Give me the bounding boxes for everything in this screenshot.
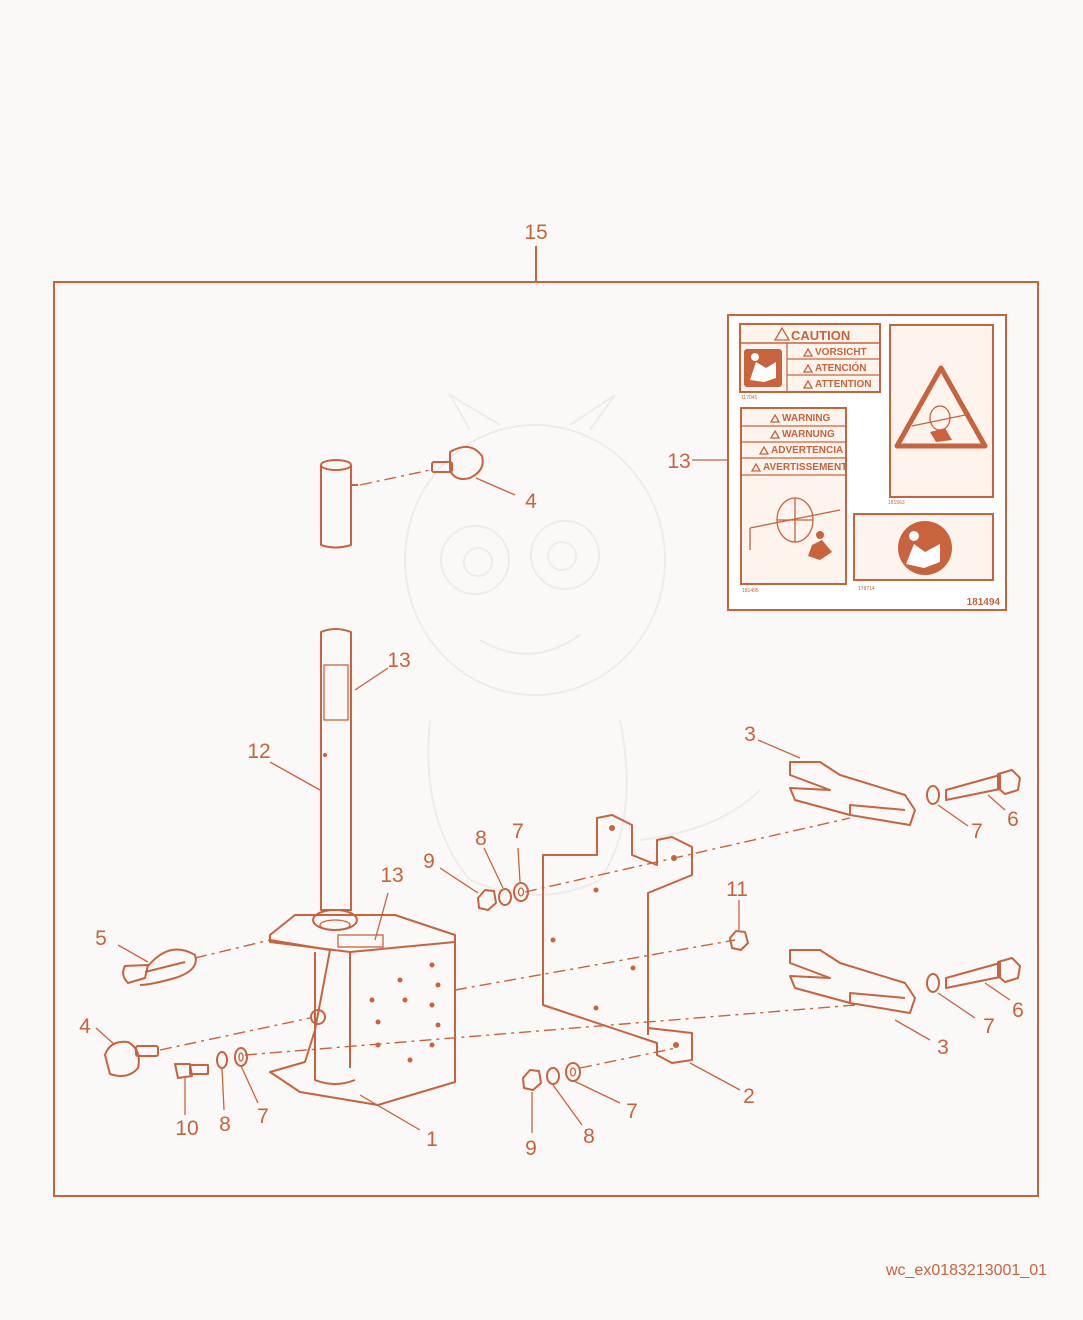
washer-7-lower <box>565 1062 581 1082</box>
svg-text:181563: 181563 <box>888 500 905 506</box>
callout-2: 2 <box>743 1085 755 1108</box>
decal-sheet-number: 181494 <box>967 597 1001 608</box>
tube-upper-segment <box>320 459 358 549</box>
decal-read-manual: 178714 <box>853 513 994 592</box>
callout-8: 8 <box>583 1125 595 1148</box>
callout-7: 7 <box>512 820 524 843</box>
warning-triangle-icon <box>802 363 814 373</box>
decal-warning: WARNING WARNUNG ADVERTENCIA AVERTISSEMEN… <box>740 407 847 594</box>
washer-8-lower <box>546 1067 560 1085</box>
washer-7-upper <box>513 882 529 902</box>
svg-text:CAUTION: CAUTION <box>791 328 850 343</box>
svg-text:181495: 181495 <box>742 588 759 594</box>
callout-15: 15 <box>524 221 547 244</box>
callout-12: 12 <box>247 740 270 763</box>
mounting-plate-2 <box>542 814 693 1064</box>
clamp-3-upper <box>789 761 916 826</box>
callout-8: 8 <box>475 827 487 850</box>
decal-sheet: CAUTION VORSICHT ATENCIÓN ATTENTION 1170… <box>727 314 1007 611</box>
callout-13: 13 <box>667 450 690 473</box>
washer-7-left <box>234 1047 248 1067</box>
entanglement-hazard-icon <box>749 497 841 560</box>
svg-text:178714: 178714 <box>858 586 875 592</box>
callout-8: 8 <box>219 1113 231 1136</box>
callout-9: 9 <box>525 1137 537 1160</box>
svg-text:ATENCIÓN: ATENCIÓN <box>815 361 866 374</box>
callout-3: 3 <box>937 1036 949 1059</box>
warning-triangle-icon <box>750 462 762 472</box>
callout-1: 1 <box>426 1128 438 1151</box>
warning-triangle-icon <box>758 445 770 455</box>
figure-reference: wc_ex0183213001_01 <box>885 1262 1047 1279</box>
callout-4: 4 <box>79 1015 91 1038</box>
read-manual-icon <box>898 521 952 575</box>
bracket-1 <box>269 909 456 1106</box>
washer-8-upper <box>498 888 512 906</box>
bolt-6-lower <box>945 957 1021 989</box>
callout-7: 7 <box>983 1015 995 1038</box>
callout-13: 13 <box>387 649 410 672</box>
svg-text:WARNING: WARNING <box>782 413 831 424</box>
callout-6: 6 <box>1012 999 1024 1022</box>
watermark-dragon <box>404 392 761 896</box>
washer-7-right-upper <box>926 785 940 805</box>
hazard-triangle-icon <box>894 365 988 449</box>
callout-labels: 1 2 3 3 4 4 5 6 6 7 7 7 7 7 8 8 8 9 9 10… <box>79 450 1024 1160</box>
nut-9-upper <box>477 889 497 911</box>
callout-6: 6 <box>1007 808 1019 831</box>
pin-5 <box>122 948 197 986</box>
callout-11: 11 <box>726 878 748 901</box>
warning-triangle-icon <box>773 326 791 341</box>
knob-4-lower <box>104 1040 159 1077</box>
callout-7: 7 <box>971 820 983 843</box>
decal-caution: CAUTION VORSICHT ATENCIÓN ATTENTION 1170… <box>739 323 881 401</box>
callout-3: 3 <box>744 723 756 746</box>
bolt-6-upper <box>945 769 1021 801</box>
callout-13: 13 <box>380 864 403 887</box>
clamp-3-lower <box>789 949 916 1014</box>
nut-11 <box>729 930 749 951</box>
bolt-10 <box>174 1063 209 1079</box>
washer-7-right-lower <box>926 973 940 993</box>
warning-triangle-icon <box>769 413 781 423</box>
svg-text:VORSICHT: VORSICHT <box>815 347 867 358</box>
kit-frame: 15 <box>53 221 1039 1197</box>
warning-triangle-icon <box>802 379 814 389</box>
warning-triangle-icon <box>802 347 814 357</box>
svg-text:ADVERTENCIA: ADVERTENCIA <box>771 445 843 456</box>
washer-8-left <box>216 1051 228 1069</box>
callout-10: 10 <box>175 1117 198 1140</box>
decal-hazard: 181563 <box>888 324 994 506</box>
callout-7: 7 <box>257 1105 269 1128</box>
warning-triangle-icon <box>769 429 781 439</box>
svg-text:WARNUNG: WARNUNG <box>782 429 835 440</box>
post-12 <box>320 628 352 911</box>
callout-9: 9 <box>423 850 435 873</box>
svg-text:AVERTISSEMENT: AVERTISSEMENT <box>763 462 847 473</box>
knob-4-upper <box>431 445 484 480</box>
svg-text:ATTENTION: ATTENTION <box>815 379 871 390</box>
callout-4: 4 <box>525 490 537 513</box>
callout-5: 5 <box>95 927 107 950</box>
nut-9-lower <box>522 1069 542 1091</box>
svg-text:117045: 117045 <box>741 395 758 401</box>
callout-7: 7 <box>626 1100 638 1123</box>
read-manual-icon <box>744 349 782 387</box>
